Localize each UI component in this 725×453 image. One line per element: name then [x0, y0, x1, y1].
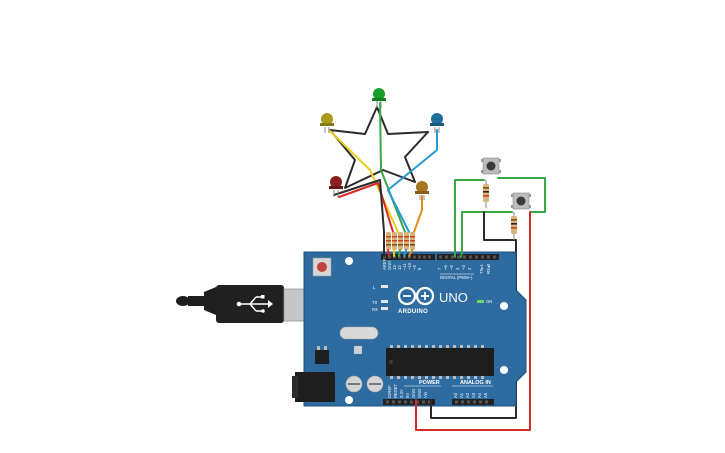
pin-label: A3 [471, 392, 476, 398]
pin-label: ~10 [407, 262, 412, 270]
pin-label: ~11 [402, 263, 407, 270]
leds [320, 88, 444, 200]
wire-led-ground[interactable] [333, 179, 385, 255]
pin-label: A2 [465, 392, 470, 398]
led-orange[interactable] [415, 181, 429, 200]
led-rx-indicator [381, 307, 388, 310]
pin-label: RESET [393, 384, 398, 398]
wire-red-5v[interactable] [415, 211, 531, 431]
pin-label: ~6 [443, 265, 448, 270]
wire-green-led[interactable] [379, 102, 406, 233]
led-yellow[interactable] [320, 113, 334, 133]
led-label-tx: TX [372, 300, 378, 305]
led-red[interactable] [329, 176, 343, 197]
pin-label: 3.3V [399, 389, 404, 398]
analog-header [452, 399, 494, 405]
led-blue[interactable] [430, 113, 444, 133]
pushbuttons [481, 157, 531, 210]
mounting-hole [500, 366, 508, 374]
pin-label: 4 [455, 267, 460, 270]
resistor-led-4[interactable] [404, 232, 409, 250]
wire-green-button-bottom[interactable] [461, 211, 513, 257]
resistor-led-5[interactable] [410, 232, 415, 250]
on-led-indicator [477, 300, 484, 303]
reset-button[interactable] [312, 257, 332, 277]
digital-header-label: DIGITAL (PWM~) [440, 275, 473, 280]
pin-label: A4 [477, 392, 482, 398]
wire-star-outline[interactable] [329, 106, 429, 189]
wire-header-connections [383, 249, 463, 409]
model-label: UNO [439, 290, 468, 305]
pin-label: ~5 [449, 265, 454, 270]
regulator-pin [317, 346, 320, 350]
pin-label: 7 [437, 267, 442, 270]
status-leds: L TX RX [372, 285, 388, 312]
pin-label: RX◂0 [486, 263, 491, 274]
pin-label: GND [417, 389, 422, 398]
wire-yellow-led[interactable] [328, 129, 399, 233]
wire-red-led[interactable] [338, 182, 394, 233]
pin-label: TX▸1 [479, 264, 484, 274]
pin-label: A1 [459, 392, 464, 398]
resistor-led-1[interactable] [386, 232, 391, 250]
pin-label: 8 [417, 267, 422, 270]
wire-green-button-top[interactable] [454, 177, 546, 257]
power-jack[interactable] [292, 372, 335, 402]
crystal-oscillator [339, 326, 379, 340]
power-label: POWER [419, 380, 440, 386]
analog-pin-labels: A0 A1 A2 A3 A4 A5 [453, 392, 488, 398]
usb-cable[interactable] [176, 285, 323, 323]
mounting-hole [345, 257, 353, 265]
arduino-uno-board[interactable]: AREF GND 13 12 ~11 ~10 ~9 8 7 ~6 ~5 4 ~3… [292, 251, 527, 407]
resistor-led-3[interactable] [398, 232, 403, 250]
pin-label: 12 [397, 265, 402, 270]
usb-icon [240, 296, 268, 312]
top-pin-labels: AREF GND 13 12 ~11 ~10 ~9 8 7 ~6 ~5 4 ~3… [382, 258, 491, 274]
analog-label: ANALOG IN [460, 380, 491, 386]
pin-label: 5V [405, 393, 410, 398]
power-pin-labels: IOREF RESET 3.3V 5V GND GND Vin [387, 384, 428, 398]
pin-label: IOREF [387, 385, 392, 398]
pin-label: 2 [467, 267, 472, 270]
pin-label: Vin [423, 391, 428, 398]
capacitor [345, 375, 363, 393]
digital-header [381, 254, 499, 260]
wires [328, 102, 546, 431]
pin-label: AREF [382, 258, 387, 270]
regulator-pin [324, 346, 327, 350]
led-label-rx: RX [372, 307, 378, 312]
pin-label: A5 [483, 392, 488, 398]
board-pcb [303, 251, 527, 407]
pin-label: ~3 [461, 265, 466, 270]
pin-label: GND [411, 389, 416, 398]
button-top[interactable] [481, 157, 501, 175]
pin-label: 13 [392, 265, 397, 270]
resistors [386, 180, 517, 250]
capacitor [366, 375, 384, 393]
pin-label: GND [387, 261, 392, 270]
mounting-hole [345, 396, 353, 404]
power-header [383, 399, 435, 405]
pin-label: A0 [453, 392, 458, 398]
pin-label: ~9 [412, 265, 417, 270]
arduino-logo [397, 286, 435, 306]
wire-orange-led[interactable] [413, 195, 423, 233]
resistor-led-2[interactable] [392, 232, 397, 250]
voltage-regulator [315, 350, 329, 364]
led-tx-indicator [381, 300, 388, 303]
atmega-microcontroller [386, 345, 494, 379]
resistor-bank-leds[interactable] [386, 232, 415, 250]
brand-label: ARDUINO [398, 309, 428, 315]
led-green[interactable] [372, 88, 386, 108]
wire-blue-led[interactable] [387, 129, 438, 233]
button-bottom[interactable] [511, 192, 531, 210]
led-label-l: L [373, 285, 376, 290]
small-capacitor [354, 346, 362, 354]
on-label: ON [486, 299, 492, 304]
resistor-button-top[interactable] [483, 180, 489, 208]
resistor-button-bottom[interactable] [511, 212, 517, 240]
mounting-hole [500, 302, 508, 310]
led-l-indicator [381, 285, 388, 288]
